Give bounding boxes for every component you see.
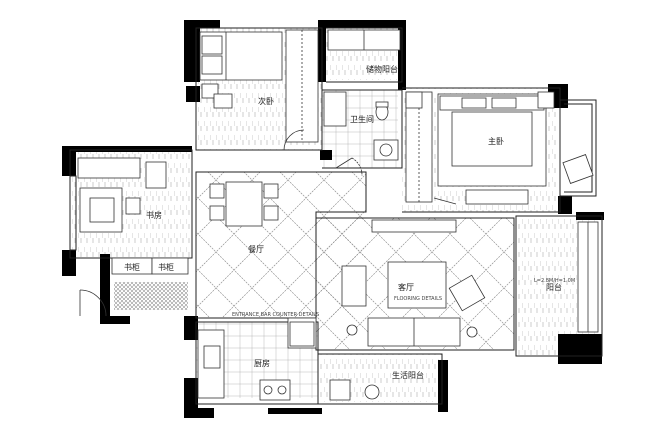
washing-machine xyxy=(329,379,351,401)
coffee-table xyxy=(387,261,447,309)
master-bedroom-furniture xyxy=(405,91,594,205)
side-table xyxy=(346,324,358,336)
fridge xyxy=(289,321,315,347)
dining-table xyxy=(225,181,263,227)
pillow-icon xyxy=(201,35,223,55)
room-label-living: 客厅 xyxy=(398,282,414,292)
pillow-icon xyxy=(491,97,517,109)
room-label-bathroom: 卫生间 xyxy=(350,114,374,124)
chair xyxy=(263,205,279,221)
room-labels: 次卧 储物阳台 卫生间 主卧 书房 餐厅 客厅 FLOORING DETAILS… xyxy=(124,64,575,380)
room-label-dining: 餐厅 xyxy=(248,245,264,254)
room-label-second-bedroom: 次卧 xyxy=(258,96,274,106)
bathroom-fixtures xyxy=(323,91,399,177)
stove-icon xyxy=(259,379,291,401)
wall-outlines xyxy=(69,27,603,405)
room-label-bookcase-a: 书柜 xyxy=(124,262,140,272)
balcony-note: L=2.8M/H=1.0M xyxy=(534,278,575,284)
entrance-mat xyxy=(114,282,188,310)
room-label-balcony: 阳台 xyxy=(546,282,562,292)
pillow-icon xyxy=(461,97,487,109)
study-furniture xyxy=(77,157,189,317)
service-balcony-furniture xyxy=(327,29,401,51)
room-label-service-balcony: 储物阳台 xyxy=(366,64,398,74)
nightstand xyxy=(537,91,555,109)
second-bedroom-furniture xyxy=(199,29,319,151)
bookcase-b xyxy=(151,257,189,275)
cabinet xyxy=(145,161,167,189)
tv-cabinet xyxy=(371,219,457,233)
room-label-life-balcony: 生活阳台 xyxy=(392,370,424,380)
mop-basin-icon xyxy=(364,384,380,400)
bookshelf xyxy=(77,157,141,179)
structural-walls xyxy=(62,20,604,418)
chair xyxy=(125,197,141,215)
room-label-bookcase-b: 书柜 xyxy=(158,262,174,272)
chair xyxy=(209,205,225,221)
room-label-study: 书房 xyxy=(146,210,162,220)
chair xyxy=(209,183,225,199)
sink-icon xyxy=(203,345,221,369)
armchair xyxy=(448,274,486,312)
life-balcony-fixtures xyxy=(329,379,380,401)
room-label-master-bedroom: 主卧 xyxy=(488,136,504,146)
balcony-fixtures xyxy=(577,221,599,333)
living-note: FLOORING DETAILS xyxy=(394,296,442,302)
side-table xyxy=(466,326,478,338)
kitchen-fixtures xyxy=(197,321,315,401)
chair xyxy=(263,183,279,199)
nightstand xyxy=(405,91,423,109)
room-label-kitchen: 厨房 xyxy=(254,358,270,368)
shower-tray xyxy=(323,91,347,127)
basin-icon xyxy=(379,143,393,157)
pillow-icon xyxy=(201,55,223,75)
living-furniture xyxy=(341,219,486,347)
desk xyxy=(213,93,233,109)
bar-counter-note: ENTRANCE BAR COUNTER DETAILS xyxy=(232,312,319,318)
lounge-chair xyxy=(562,154,594,184)
wardrobe-master xyxy=(405,91,433,203)
armchair xyxy=(341,265,367,307)
